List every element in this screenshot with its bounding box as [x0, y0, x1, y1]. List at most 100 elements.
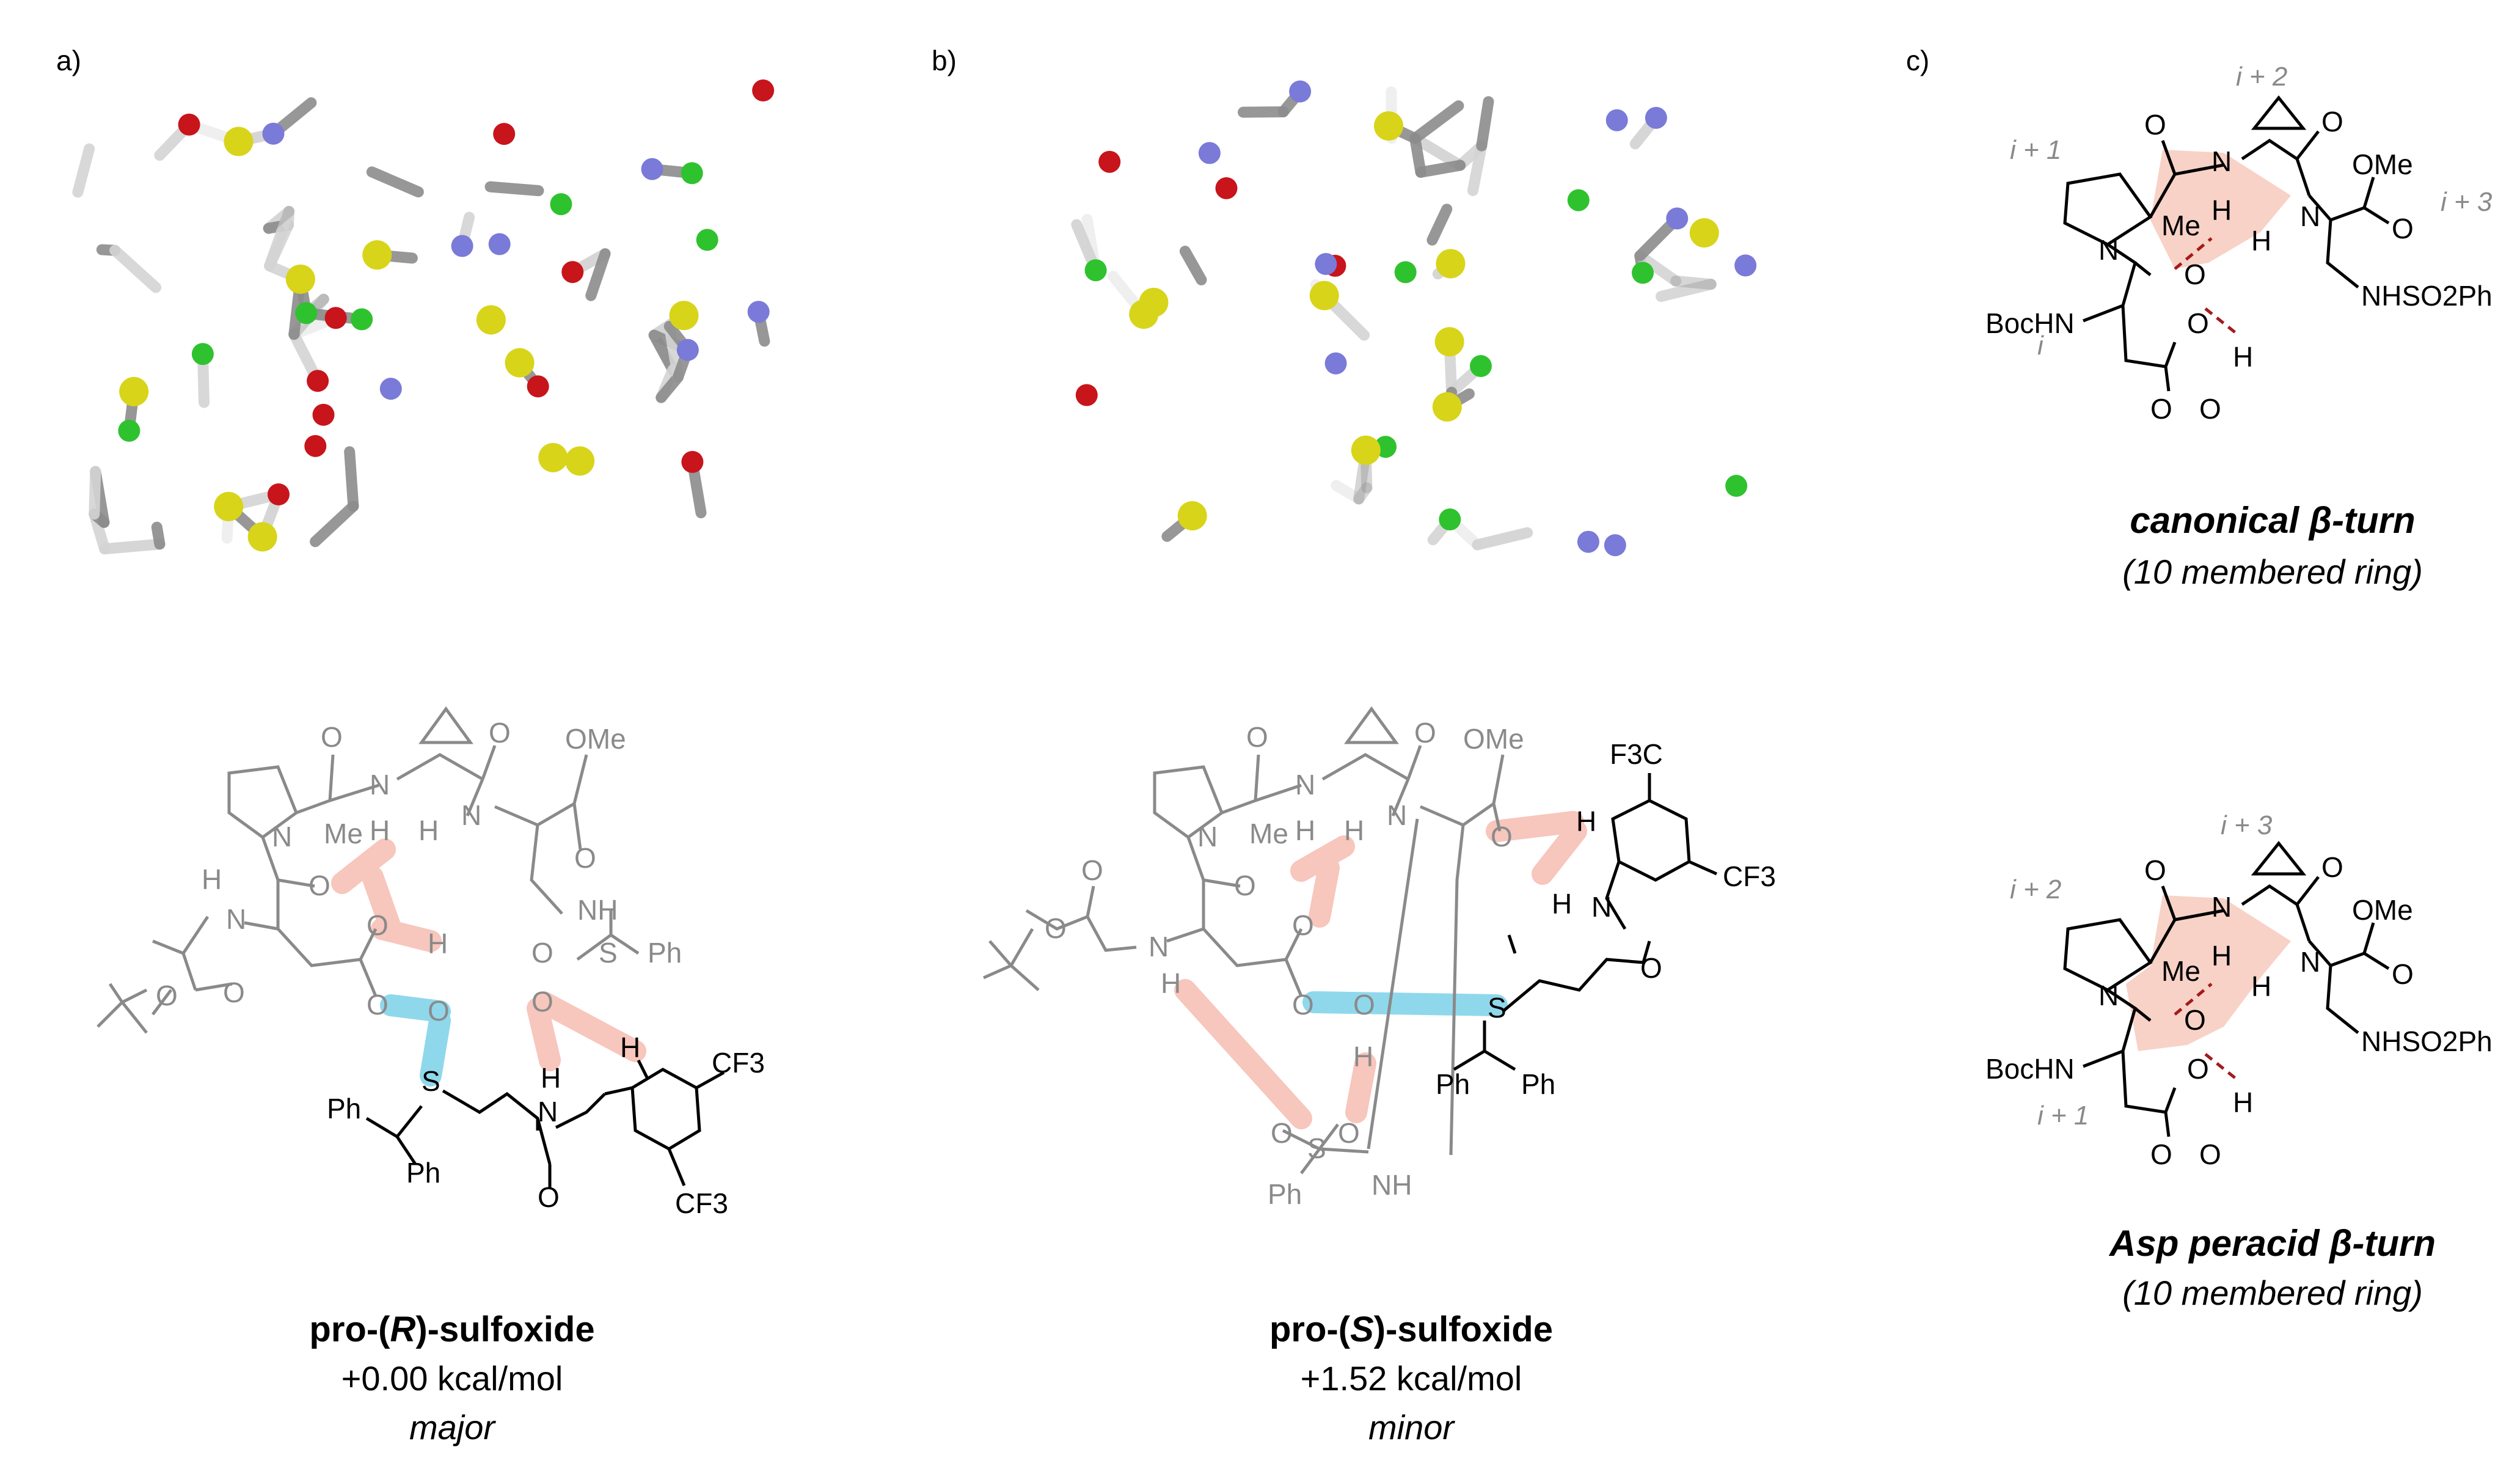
model-atom: [538, 442, 568, 472]
model-bond: [99, 538, 166, 555]
model-bond: [366, 166, 424, 198]
svg-text:O: O: [2144, 854, 2166, 886]
model-atom: [641, 158, 663, 180]
model-atom: [178, 113, 200, 136]
model-bond: [1472, 527, 1533, 551]
svg-text:i + 3: i + 3: [2441, 187, 2493, 217]
model-atom: [681, 162, 703, 185]
svg-text:Ph: Ph: [1436, 1068, 1470, 1100]
model-atom: [696, 229, 718, 251]
svg-text:O: O: [2187, 1053, 2209, 1085]
svg-text:O: O: [2184, 258, 2206, 290]
model-atom: [1098, 150, 1121, 173]
svg-text:H: H: [202, 864, 222, 895]
model-atom: [1567, 189, 1590, 211]
svg-text:Ph: Ph: [1268, 1178, 1302, 1210]
svg-text:i + 2: i + 2: [2236, 62, 2287, 92]
model-atom: [191, 343, 214, 365]
svg-text:BocHN: BocHN: [1985, 307, 2075, 339]
model-atom: [676, 339, 699, 361]
model-atom: [747, 301, 770, 323]
svg-text:H: H: [2251, 225, 2271, 257]
svg-text:i + 2: i + 2: [2010, 875, 2061, 904]
svg-text:O: O: [2150, 393, 2172, 425]
svg-text:i + 1: i + 1: [2010, 135, 2061, 165]
model-atom: [285, 264, 315, 294]
svg-text:O: O: [2150, 1138, 2172, 1170]
model-atom: [1351, 435, 1381, 465]
model-atom: [1577, 530, 1599, 553]
svg-text:O: O: [1081, 854, 1103, 886]
model-atom: [476, 305, 506, 335]
model-bond: [310, 501, 359, 548]
model-atom: [1645, 106, 1667, 129]
model-atom: [214, 491, 244, 521]
model-bond: [1415, 160, 1466, 178]
svg-text:OMe: OMe: [1463, 723, 1524, 755]
model-atom: [307, 370, 329, 392]
model-atom: [247, 522, 277, 552]
model-atom: [488, 233, 511, 255]
model-bond: [1409, 100, 1464, 144]
model-atom: [1632, 262, 1654, 284]
svg-text:N: N: [2098, 980, 2119, 1011]
svg-text:N: N: [370, 769, 390, 801]
turn-canonical-title: canonical β-turn: [2130, 500, 2415, 541]
panel-letter-b: b): [932, 45, 957, 76]
caption-a-selectivity: major: [409, 1408, 496, 1447]
model-atom: [561, 261, 584, 284]
model-atom: [267, 483, 290, 506]
svg-text:H: H: [418, 815, 439, 846]
model-atom: [1439, 508, 1461, 530]
svg-text:O: O: [574, 842, 596, 874]
model-atom: [1315, 253, 1337, 276]
svg-text:O: O: [156, 980, 178, 1011]
svg-text:N: N: [1295, 769, 1315, 801]
caption-b-title: pro-(S)-sulfoxide: [1269, 1310, 1553, 1349]
model-atom: [527, 375, 549, 398]
scheme-b-substrate-bonds: [1453, 773, 1718, 1071]
svg-text:S: S: [1488, 992, 1507, 1024]
svg-text:O: O: [1234, 870, 1256, 901]
caption-b-selectivity: minor: [1368, 1408, 1455, 1447]
svg-text:O: O: [1292, 909, 1314, 941]
svg-text:O: O: [223, 977, 245, 1008]
svg-text:H: H: [1344, 815, 1364, 846]
svg-text:NH: NH: [1371, 1169, 1412, 1201]
svg-text:H: H: [2211, 194, 2232, 226]
svg-text:H: H: [2211, 940, 2232, 972]
svg-text:i: i: [2037, 331, 2044, 361]
svg-text:NH: NH: [577, 894, 618, 926]
model-bond: [1476, 96, 1494, 152]
svg-text:O: O: [2187, 307, 2209, 339]
model-atom: [1215, 177, 1238, 199]
caption-a-energy: +0.00 kcal/mol: [341, 1359, 563, 1398]
model-bond: [484, 181, 544, 197]
model-bond: [151, 521, 166, 550]
svg-text:O: O: [531, 937, 553, 969]
model-atom: [224, 127, 254, 156]
model-atom: [1394, 261, 1417, 284]
model-atom: [312, 403, 335, 426]
model-bond: [585, 248, 611, 301]
svg-text:H: H: [1552, 888, 1572, 920]
svg-text:i + 1: i + 1: [2037, 1101, 2089, 1131]
svg-text:S: S: [1307, 1132, 1326, 1164]
svg-text:CF3: CF3: [675, 1187, 728, 1219]
svg-text:Ph: Ph: [648, 937, 682, 969]
svg-text:N: N: [2211, 891, 2232, 923]
svg-text:H: H: [2233, 341, 2253, 373]
model-atom: [324, 307, 347, 329]
svg-text:O: O: [2321, 106, 2343, 138]
svg-text:N: N: [2211, 145, 2232, 177]
model-atom: [1309, 280, 1339, 310]
model-atom: [1666, 207, 1689, 230]
scheme-a-hbond-highlights: [331, 838, 646, 1087]
svg-text:NHSO2Ph: NHSO2Ph: [2361, 1025, 2493, 1057]
model-atom: [1604, 534, 1626, 557]
model-atom: [1139, 287, 1169, 317]
svg-text:O: O: [1338, 1117, 1360, 1149]
svg-text:O: O: [1246, 721, 1268, 753]
svg-text:S: S: [599, 937, 618, 969]
